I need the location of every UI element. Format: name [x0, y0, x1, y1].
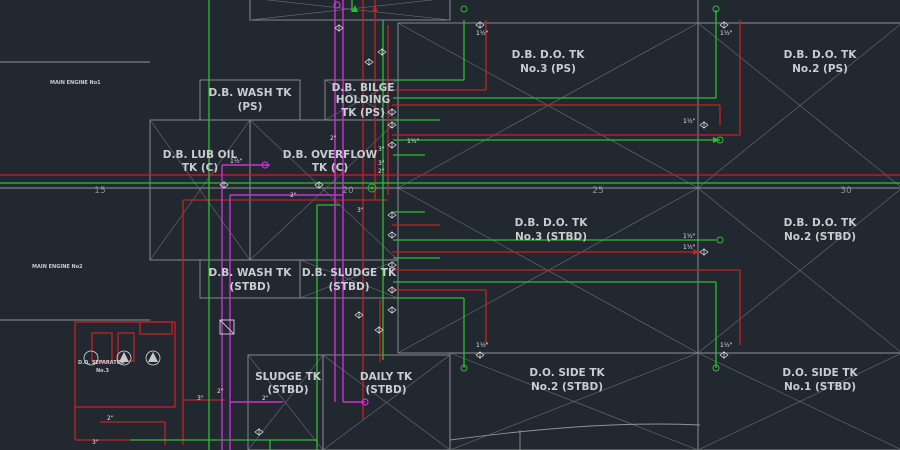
separator-pump-1-icon	[83, 350, 99, 366]
tank-label-line: (STBD)	[365, 384, 406, 396]
tank-label-line: No.3 (STBD)	[515, 231, 587, 243]
frame-number: 30	[840, 186, 852, 196]
pipe-size-label: 1½"	[476, 30, 489, 37]
engine-labels: MAIN ENGINE No1 MAIN ENGINE No2	[32, 80, 101, 270]
pipe-size-label: 2"	[330, 135, 337, 142]
tank-label-line: D.B. LUB OIL	[163, 149, 238, 161]
tank-label-line: D.B. D.O. TK	[515, 217, 589, 229]
engine-label: MAIN ENGINE No2	[32, 264, 83, 270]
tank-label-line: D.B. BILGE	[332, 82, 395, 94]
tank-label-line: (STBD)	[229, 281, 270, 293]
pipe-size-label: 3"	[378, 146, 385, 153]
separator-labels: D.O. SEPARATOR No.3	[78, 360, 125, 374]
frame-number: 20	[342, 186, 354, 196]
pipe-size-label: 3"	[378, 160, 385, 167]
pipe-size-label: 1½"	[720, 30, 733, 37]
pipe-size-label: 1½"	[683, 244, 696, 251]
tank-label-line: D.B. D.O. TK	[784, 49, 858, 61]
tank-label-line: DAILY TK	[360, 371, 413, 383]
engine-label: MAIN ENGINE No1	[50, 80, 101, 86]
separator-label: D.O. SEPARATOR	[78, 360, 125, 366]
tank-label-line: No.2 (STBD)	[531, 381, 603, 393]
pipe-size-label: 1½"	[720, 342, 733, 349]
pipe-size-label: 2"	[107, 415, 114, 422]
separator-pump-3-icon	[145, 350, 161, 366]
pipe-size-label: 2"	[290, 192, 297, 199]
tank-label-line: HOLDING	[336, 94, 390, 106]
pipe-end-markers	[352, 5, 724, 372]
pipe-size-label: 1½"	[230, 158, 243, 165]
tank-label-line: D.B. SLUDGE TK	[302, 267, 397, 279]
tank-label-line: D.B. OVERFLOW	[283, 149, 378, 161]
tank-label-line: TK (C)	[312, 162, 348, 174]
pipe-size-label: 2"	[262, 395, 269, 402]
valve-symbols	[219, 21, 729, 436]
filter-box	[219, 319, 235, 335]
pipe-size-label: 1½"	[407, 138, 420, 145]
tank-label-line: (STBD)	[267, 384, 308, 396]
separator-pumps	[83, 350, 161, 366]
pipe-size-label: 2"	[217, 388, 224, 395]
tank-label-line: D.B. WASH TK	[209, 87, 293, 99]
magenta-pipe-network	[221, 0, 369, 450]
pipe-size-label: 1½"	[476, 342, 489, 349]
tank-label-line: D.B. D.O. TK	[512, 49, 586, 61]
pipe-size-label: 3"	[92, 439, 99, 446]
tank-label-line: D.B. D.O. TK	[784, 217, 858, 229]
pipe-size-labels: 1½" 1½" 1½" 1½" 1½" 1½" 1½" 1½" 1½" 2" 2…	[92, 30, 733, 446]
tank-label-line: SLUDGE TK	[255, 371, 322, 383]
pipe-size-label: 1½"	[683, 233, 696, 240]
tank-label-line: (STBD)	[328, 281, 369, 293]
tank-label-line: (PS)	[238, 101, 263, 113]
tank-label-line: No.1 (STBD)	[784, 381, 856, 393]
frame-number: 25	[592, 186, 603, 196]
tank-label-line: D.O. SIDE TK	[782, 367, 858, 379]
tank-label-line: TK (PS)	[341, 107, 385, 119]
frame-number: 15	[94, 186, 105, 196]
tank-label-line: D.O. SIDE TK	[529, 367, 605, 379]
tank-label-line: No.2 (STBD)	[784, 231, 856, 243]
frame-numbers: 15 20 25 30	[94, 186, 852, 196]
tank-label-line: No.2 (PS)	[792, 63, 848, 75]
tank-label-line: No.3 (PS)	[520, 63, 576, 75]
pipe-size-label: 2"	[378, 168, 385, 175]
pipe-size-label: 1½"	[683, 118, 696, 125]
tank-labels: D.B. WASH TK (PS) D.B. BILGE HOLDING TK …	[163, 49, 859, 396]
pipe-size-label: 3"	[197, 395, 204, 402]
separator-pump-2-icon	[116, 350, 132, 366]
top-tank-outline	[249, 0, 451, 21]
separator-sub-label: No.3	[96, 368, 110, 374]
pipe-size-label: 3"	[357, 207, 364, 214]
tank-label-line: D.B. WASH TK	[209, 267, 293, 279]
tank-label-line: TK (C)	[182, 162, 218, 174]
top-right-outline	[697, 0, 900, 24]
